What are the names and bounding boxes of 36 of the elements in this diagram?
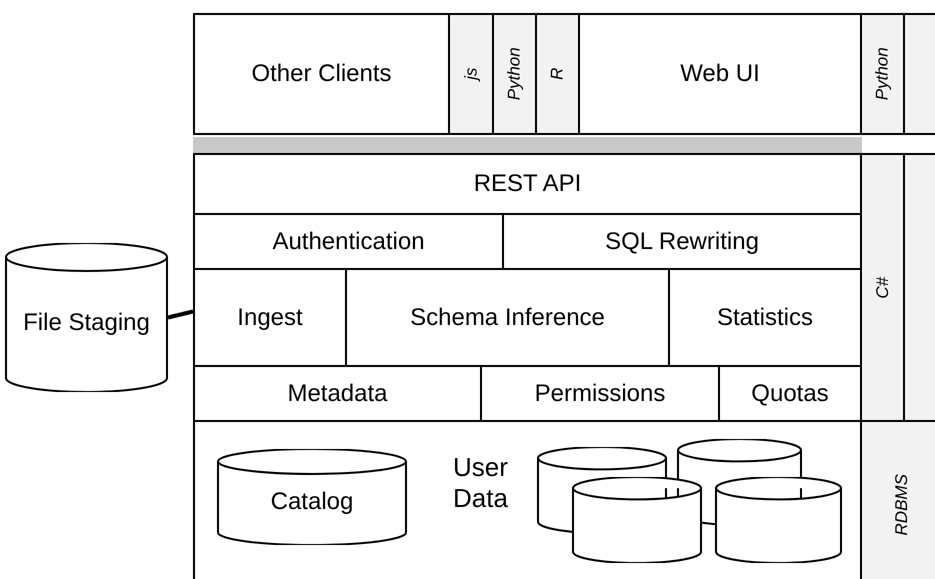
- storage-label: User Data: [453, 452, 509, 514]
- column-label: js: [461, 68, 481, 80]
- box-label: Permissions: [534, 380, 666, 408]
- column-label: C#: [872, 276, 892, 298]
- database-cylinder: [715, 477, 842, 563]
- box-label: Authentication: [272, 228, 425, 256]
- language-tab: [535, 13, 580, 135]
- box-label: Other Clients: [251, 60, 392, 88]
- platform-column: [860, 13, 905, 135]
- platform-column: [903, 13, 935, 135]
- language-tab: [448, 13, 494, 135]
- column-label: R: [548, 68, 568, 80]
- box-label: SQL Rewriting: [605, 228, 759, 256]
- client-box: [578, 13, 862, 135]
- platform-column: [903, 153, 935, 422]
- language-tab: [492, 13, 537, 135]
- layer-box: [193, 153, 862, 215]
- column-label: RDBMS: [892, 474, 912, 536]
- platform-column: [860, 420, 935, 579]
- box-label: File Staging: [23, 308, 150, 336]
- box-label: REST API: [474, 170, 582, 198]
- box-label: Schema Inference: [410, 304, 605, 332]
- box-label: Catalog: [270, 488, 354, 516]
- box-label: Web UI: [680, 60, 760, 88]
- box-label: Ingest: [237, 304, 303, 332]
- connector-line: [168, 310, 194, 320]
- platform-column: [860, 153, 905, 422]
- database-cylinder: [572, 477, 702, 563]
- column-label: Python: [504, 48, 524, 100]
- box-label: Statistics: [716, 304, 814, 332]
- box-label: Quotas: [751, 380, 829, 408]
- database-cylinder: [217, 449, 407, 545]
- column-label: Python: [872, 48, 892, 100]
- box-label: Metadata: [287, 380, 388, 408]
- client-box: [193, 13, 450, 135]
- database-cylinder: [5, 243, 168, 392]
